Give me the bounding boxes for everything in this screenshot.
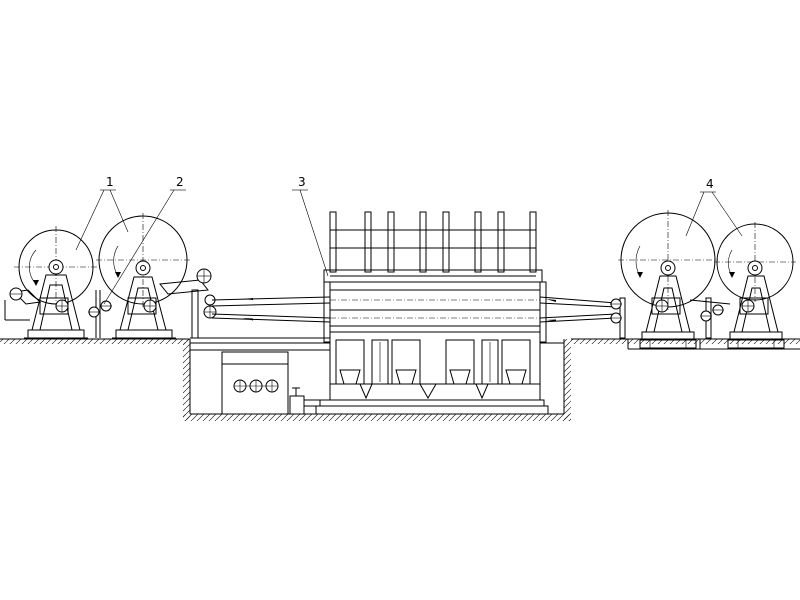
foundation — [0, 338, 800, 421]
guide-roller-right — [610, 297, 731, 339]
callout-4: 4 — [685, 177, 743, 237]
unwind-stand-left-outer — [4, 226, 98, 339]
callout-2: 2 — [103, 175, 186, 305]
callout-1: 1 — [75, 175, 129, 251]
hydraulic-cylinders — [335, 339, 531, 385]
rewind-stand-right-outer — [714, 222, 796, 349]
unwind-stand-left-inner — [96, 213, 212, 339]
rewind-stand-right-inner — [618, 210, 718, 349]
callout-label-unwind: 1 — [106, 175, 114, 189]
guide-roller-left — [88, 289, 330, 339]
callout-label-rewind: 4 — [706, 177, 714, 191]
belt-lines — [211, 296, 617, 323]
hydraulic-unit — [190, 349, 330, 415]
callout-3: 3 — [292, 175, 329, 277]
callout-label-guide: 2 — [176, 175, 184, 189]
vulcanizing-press — [315, 211, 549, 415]
callout-label-press: 3 — [298, 175, 306, 189]
